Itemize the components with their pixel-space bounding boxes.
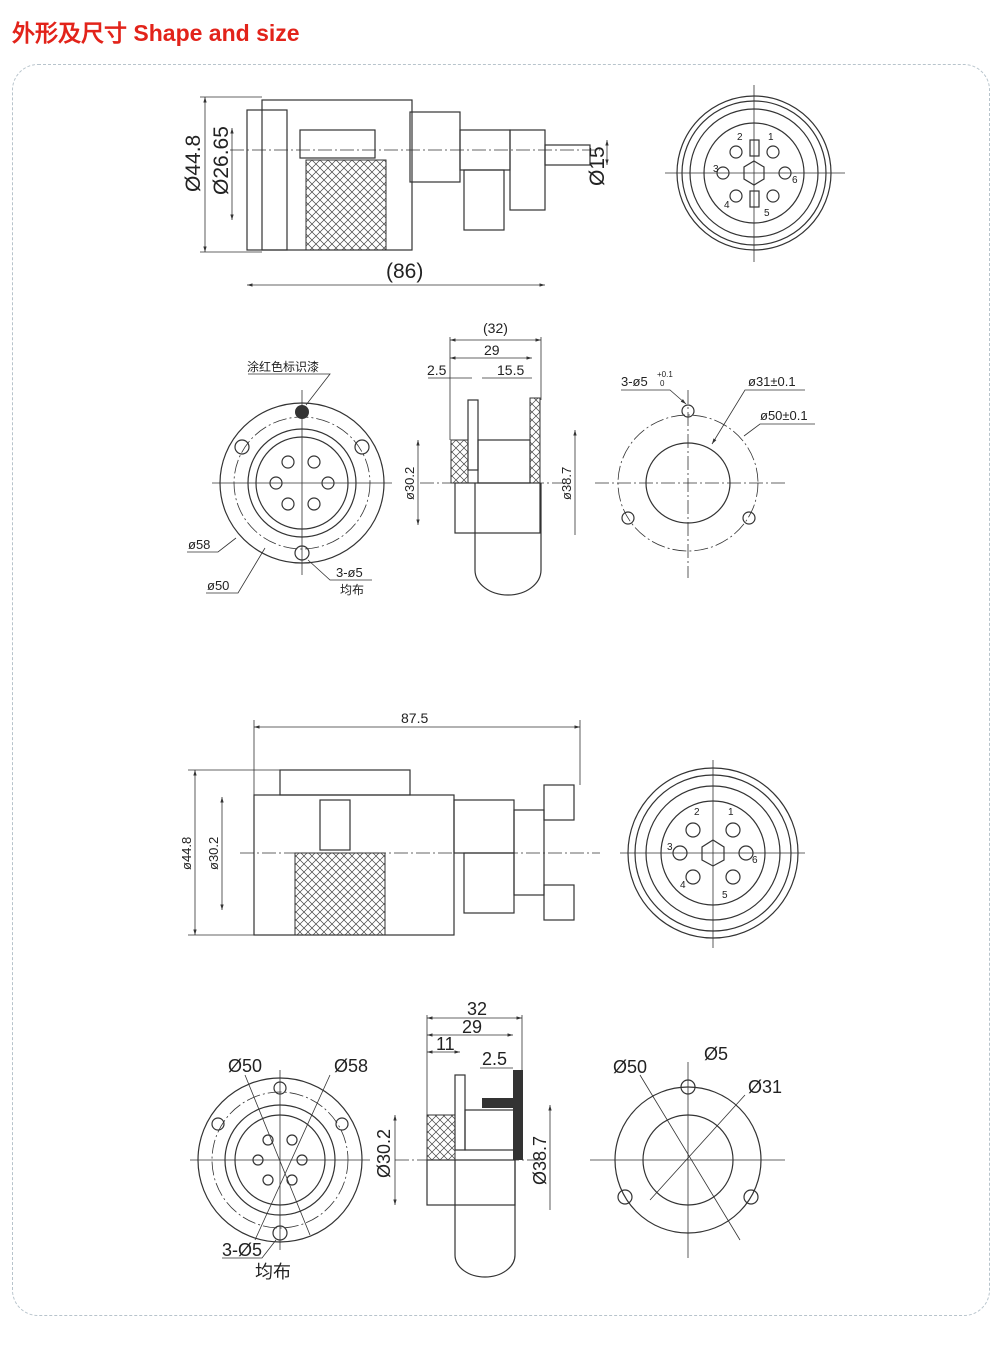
- dim-cable-diameter: Ø15: [586, 146, 609, 186]
- pin-label: 1: [768, 132, 774, 143]
- pin-label: 6: [752, 855, 758, 866]
- dim-d30-2: ø30.2: [402, 467, 417, 500]
- dim-d38-7: Ø38.7: [530, 1136, 550, 1185]
- drawing-frame: [12, 64, 990, 1316]
- plug-side-view: Ø44.8 Ø26.65 Ø15 (86): [182, 96, 609, 287]
- dim-inner-diameter: Ø26.65: [210, 126, 233, 195]
- cutout-tol-upper: +0.1: [657, 370, 673, 379]
- pin-label: 6: [792, 175, 798, 186]
- dim-d58: ø58: [188, 537, 210, 552]
- red-marker-dot: [295, 405, 309, 419]
- pin-label: 1: [728, 807, 734, 818]
- cutout-tol-lower: 0: [660, 379, 665, 388]
- dim-length-87-5: 87.5: [401, 710, 428, 726]
- holes-evenly-note: 均布: [255, 1262, 291, 1282]
- pin-label: 2: [694, 807, 700, 818]
- pin-label: 5: [764, 208, 770, 219]
- dim-11: 11: [436, 1034, 455, 1054]
- receptacle-front-view: 涂红色标识漆 ø58 ø50 3-ø5 均布: [187, 359, 392, 597]
- dim-width-32: 32: [467, 999, 487, 1019]
- pin-label: 4: [724, 200, 730, 211]
- pin-label: 5: [722, 890, 728, 901]
- dim-d50: ø50: [207, 578, 229, 593]
- panel-cutout-view-2: Ø50 Ø5 Ø31: [590, 1044, 785, 1258]
- pin-label: 3: [713, 164, 719, 175]
- dim-d30-2: Ø30.2: [374, 1129, 394, 1178]
- dim-15-5: 15.5: [497, 362, 524, 378]
- holes-evenly-note: 均布: [340, 583, 364, 597]
- dim-holes: 3-Ø5: [222, 1240, 262, 1260]
- dim-d50: Ø50: [228, 1056, 262, 1076]
- pin-label: 2: [737, 132, 743, 143]
- receptacle-assembly-side-view: 87.5 ø44.8 ø30.2: [179, 710, 600, 936]
- dim-width-29: 29: [462, 1017, 482, 1037]
- dim-d30-2: ø30.2: [206, 837, 221, 870]
- plug-face-view: 1 2 3 4 5 6: [665, 85, 845, 262]
- dim-length: (86): [386, 260, 423, 283]
- pin-contacts-1: [716, 139, 792, 208]
- cutout-d50: Ø50: [613, 1057, 647, 1077]
- dim-d38-7: ø38.7: [559, 467, 574, 500]
- dim-outer-diameter: Ø44.8: [182, 135, 205, 192]
- red-paint-note: 涂红色标识漆: [247, 359, 319, 374]
- dim-width-29: 29: [484, 342, 500, 358]
- pin-label: 3: [667, 842, 673, 853]
- receptacle-face-view: 1 2 3 4 5 6: [620, 760, 805, 948]
- dim-total-width: (32): [483, 320, 508, 336]
- cutout-d50: ø50±0.1: [760, 408, 808, 423]
- dim-d58: Ø58: [334, 1056, 368, 1076]
- cutout-d31: ø31±0.1: [748, 374, 796, 389]
- receptacle-front-view-2: Ø50 Ø58 3-Ø5 均布: [190, 1056, 370, 1282]
- receptacle-side-view: (32) 29 2.5 15.5 ø30.2 ø38.7: [402, 320, 577, 596]
- cutout-holes: 3-ø5: [621, 374, 648, 389]
- pin-label: 4: [680, 880, 686, 891]
- dim-2-5: 2.5: [427, 362, 447, 378]
- section-title: 外形及尺寸 Shape and size: [12, 20, 300, 46]
- dim-holes: 3-ø5: [336, 565, 363, 580]
- cutout-d31: Ø31: [748, 1077, 782, 1097]
- panel-cutout-view: 3-ø5 +0.1 0 ø31±0.1 ø50±0.1: [595, 370, 815, 578]
- cutout-d5: Ø5: [704, 1044, 728, 1064]
- dim-d44-8: ø44.8: [179, 837, 194, 870]
- dim-2-5: 2.5: [482, 1049, 507, 1069]
- receptacle-side-view-2: 32 29 11 2.5 Ø30.2 Ø38.7: [374, 999, 552, 1278]
